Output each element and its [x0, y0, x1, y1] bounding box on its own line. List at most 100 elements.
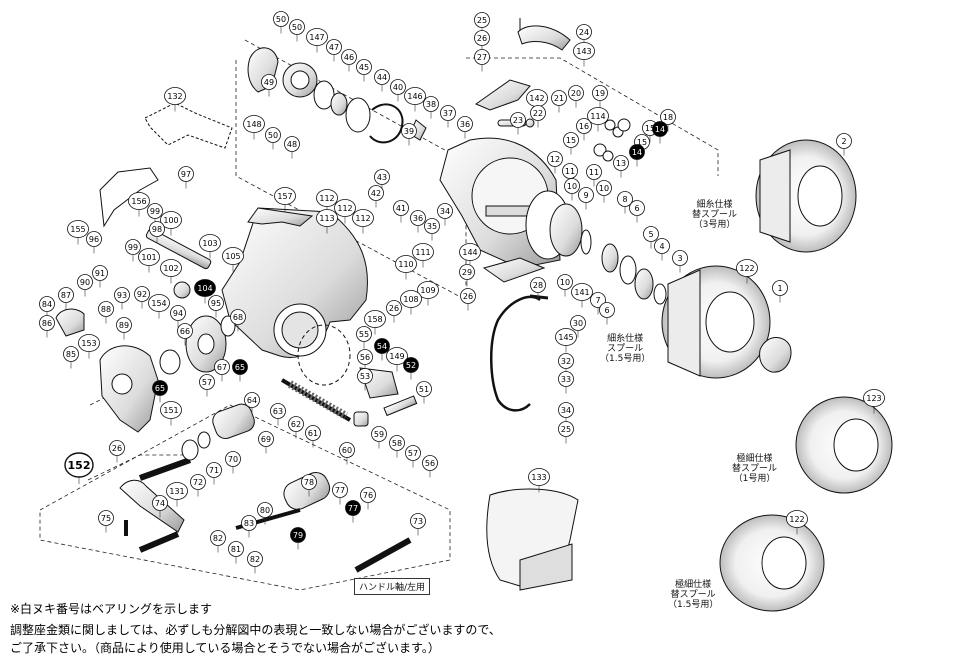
part-callout-71: 71: [206, 462, 222, 478]
callout-number: 98: [152, 225, 162, 234]
callout-number: 4: [659, 242, 664, 251]
part-callout-39: 39: [401, 123, 417, 139]
callout-number: 37: [443, 109, 453, 118]
part-callout-19: 19: [592, 85, 608, 101]
callout-number: 23: [513, 116, 523, 125]
callout-number: 158: [367, 315, 382, 324]
callout-number: 75: [101, 514, 111, 523]
callout-number: 13: [616, 159, 626, 168]
callout-number: 68: [233, 313, 243, 322]
part-callout-3: 3: [672, 250, 688, 266]
callout-number: 78: [304, 478, 314, 487]
bearing-callout-14: 14: [629, 144, 645, 160]
part-callout-77: 77: [332, 482, 348, 498]
callout-number: 63: [273, 407, 283, 416]
bail-arm: [474, 79, 531, 111]
part-callout-91: 91: [92, 265, 108, 281]
part-callout-97: 97: [178, 166, 194, 182]
callout-number: 15: [637, 138, 647, 147]
callout-number: 2: [841, 137, 846, 146]
bearing-callout-52: 52: [403, 357, 419, 373]
callout-number: 103: [202, 239, 217, 248]
part-callout-49: 49: [261, 74, 277, 90]
part-callout-93: 93: [114, 287, 130, 303]
callout-number: 113: [319, 214, 334, 223]
part-number-callouts: 5050147474645444014638373639148495048132…: [39, 11, 885, 567]
washer-note-line2: ご了承下さい。（商品により使用している場合とそうでない場合がございます。）: [10, 641, 440, 655]
part-callout-92: 92: [134, 286, 150, 302]
part-callout-69: 69: [258, 431, 274, 447]
part-callout-73: 73: [410, 513, 426, 529]
part-callout-57: 57: [405, 445, 421, 461]
body-frame: [221, 207, 368, 358]
part-callout-99: 99: [147, 203, 163, 219]
part-callout-32: 32: [558, 353, 574, 369]
part-callout-95: 95: [208, 295, 224, 311]
part-callout-141: 141: [571, 283, 593, 301]
spool-label-1-5go-main: 細糸仕様スプール（1.5号用）: [600, 334, 651, 364]
callout-number: 73: [413, 517, 423, 526]
part-callout-111: 111: [412, 243, 434, 261]
part-callout-113: 113: [316, 209, 338, 227]
leader-lines: [46, 26, 875, 574]
part-callout-70: 70: [225, 451, 241, 467]
callout-number: 148: [246, 120, 261, 129]
part-callout-80: 80: [257, 502, 273, 518]
part-callout-10: 10: [557, 274, 573, 290]
part-callout-99: 99: [125, 239, 141, 255]
part-callout-146: 146: [404, 87, 426, 105]
part-callout-13: 13: [613, 155, 629, 171]
part-callout-68: 68: [230, 309, 246, 325]
part-callout-15: 15: [563, 132, 579, 148]
callout-number: 41: [396, 204, 406, 213]
callout-number: 55: [359, 330, 369, 339]
callout-number: 59: [374, 430, 384, 439]
callout-number: 25: [477, 16, 487, 25]
callout-number: 100: [163, 216, 178, 225]
callout-number: 87: [61, 291, 71, 300]
part-callout-144: 144: [459, 243, 481, 261]
drag-knob: [759, 337, 792, 373]
handle-knob-rod: [138, 531, 180, 553]
callout-number: 14: [655, 125, 665, 134]
spool-1go: [795, 396, 893, 494]
part-callout-72: 72: [190, 474, 206, 490]
callout-number: 77: [335, 486, 345, 495]
callout-number: 132: [167, 92, 182, 101]
callout-number: 72: [193, 478, 203, 487]
callout-number: 3: [677, 254, 682, 263]
callout-number: 34: [561, 406, 571, 415]
callout-number: 32: [561, 357, 571, 366]
part-callout-153: 153: [78, 334, 100, 352]
callout-number: 74: [155, 499, 165, 508]
part-callout-152: 152: [64, 452, 94, 478]
callout-number: 84: [42, 300, 52, 309]
callout-number: 11: [589, 168, 599, 177]
handle-knob: [212, 403, 255, 439]
left-handle-shaft: [354, 537, 412, 573]
callout-number: 50: [268, 131, 278, 140]
part-callout-132: 132: [164, 87, 186, 105]
callout-number: 79: [293, 531, 303, 540]
part-callout-37: 37: [440, 105, 456, 121]
part-callout-102: 102: [160, 259, 182, 277]
part-callout-83: 83: [241, 515, 257, 531]
part-callout-11: 11: [586, 164, 602, 180]
callout-number: 65: [155, 384, 165, 393]
part-callout-6: 6: [599, 302, 615, 318]
part-callout-38: 38: [423, 96, 439, 112]
callout-number: 83: [244, 519, 254, 528]
part-callout-36: 36: [410, 210, 426, 226]
callout-number: 157: [277, 192, 292, 201]
part-callout-9: 9: [578, 187, 594, 203]
callout-number: 147: [309, 33, 324, 42]
callout-number: 10: [560, 278, 570, 287]
callout-number: 54: [377, 342, 387, 351]
callout-number: 142: [529, 94, 544, 103]
callout-number: 27: [477, 53, 487, 62]
part-callout-78: 78: [301, 474, 317, 490]
part-callout-84: 84: [39, 296, 55, 312]
callout-number: 65: [235, 363, 245, 372]
handle-shaft: [138, 457, 192, 481]
callout-number: 110: [398, 260, 413, 269]
